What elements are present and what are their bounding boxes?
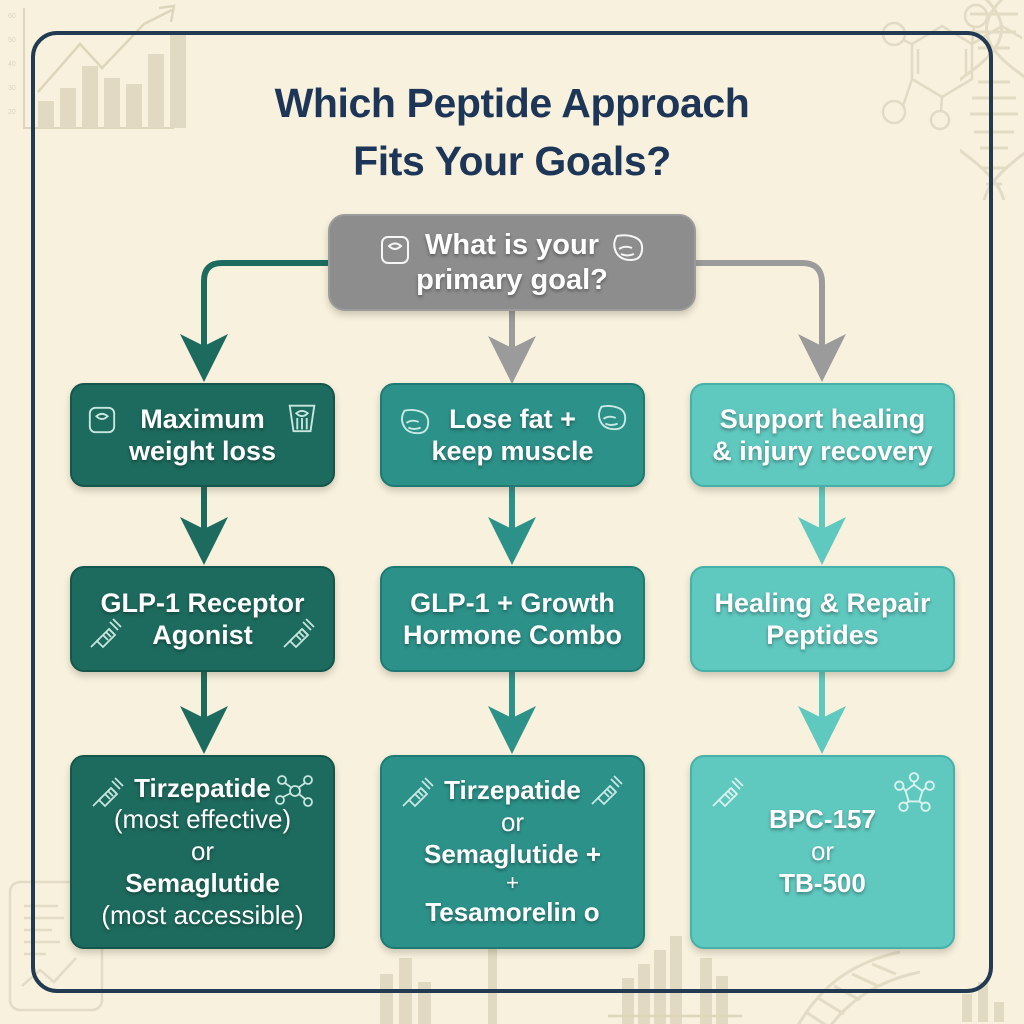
root-question-text: What is your primary goal? bbox=[406, 228, 618, 298]
result-line-3: Semaglutide + bbox=[424, 838, 601, 869]
result-node-bpc157-or-tb500[interactable]: BPC-157 or TB-500 bbox=[690, 755, 955, 949]
result-text-tirzepatide-or-semaglutide: Tirzepatide (most effective) or Semaglut… bbox=[91, 773, 313, 932]
approach-line-2: Agonist bbox=[152, 620, 253, 650]
result-text-tirzepatide-or-semaglutide-tesamorelin: Tirzepatide or Semaglutide + + Tesamorel… bbox=[414, 775, 611, 929]
biceps-icon bbox=[608, 230, 646, 273]
result-line-2: (most effective) bbox=[113, 804, 292, 835]
molecule-icon bbox=[893, 771, 935, 818]
syringe-icon bbox=[400, 773, 436, 814]
goal-line-1: Lose fat + bbox=[449, 403, 576, 434]
result-line-5: Tesamorelin o bbox=[425, 897, 600, 928]
scale-icon bbox=[378, 234, 412, 275]
result-line-1: BPC-157 bbox=[769, 804, 876, 835]
syringe-icon bbox=[90, 773, 126, 814]
connector-root-to-weight-loss bbox=[180, 260, 328, 382]
result-text-bpc157-or-tb500: BPC-157 or TB-500 bbox=[759, 804, 886, 899]
goal-node-support-healing-injury-recovery[interactable]: Support healing & injury recovery bbox=[690, 383, 955, 487]
connector-root-to-healing-recovery bbox=[696, 260, 846, 382]
goal-text-maximum-weight-loss: Maximum weight loss bbox=[119, 403, 286, 468]
result-line-1: Tirzepatide bbox=[134, 772, 271, 803]
syringe-icon bbox=[281, 614, 317, 655]
result-node-tirzepatide-or-semaglutide-tesamorelin[interactable]: Tirzepatide or Semaglutide + + Tesamorel… bbox=[380, 755, 645, 949]
scale-icon bbox=[86, 405, 118, 440]
root-question-line-2: primary goal? bbox=[416, 263, 608, 296]
goal-line-1: Maximum bbox=[140, 403, 265, 434]
syringe-icon bbox=[589, 771, 625, 812]
biceps-icon bbox=[593, 401, 629, 438]
approach-text-glp1-receptor-agonist: GLP-1 Receptor Agonist bbox=[90, 587, 314, 652]
result-line-5: (most accessible) bbox=[101, 899, 304, 930]
goal-text-support-healing-injury-recovery: Support healing & injury recovery bbox=[702, 403, 943, 468]
syringe-icon bbox=[710, 773, 746, 814]
goal-text-lose-fat-keep-muscle: Lose fat + keep muscle bbox=[421, 403, 603, 468]
goal-line-2: weight loss bbox=[128, 436, 277, 466]
approach-line-2: Peptides bbox=[766, 620, 879, 650]
goal-line-2: keep muscle bbox=[431, 436, 594, 466]
root-question-line-1: What is your bbox=[424, 228, 599, 261]
goal-node-maximum-weight-loss[interactable]: Maximum weight loss bbox=[70, 383, 335, 487]
result-line-3: or bbox=[190, 836, 215, 867]
page-title-line-1: Which Peptide Approach bbox=[274, 80, 750, 126]
approach-line-1: GLP-1 Receptor bbox=[100, 587, 305, 618]
syringe-icon bbox=[88, 614, 124, 655]
result-line-4: + bbox=[506, 870, 519, 896]
goal-line-1: Support healing bbox=[719, 403, 926, 434]
result-line-1: Tirzepatide bbox=[444, 775, 581, 806]
molecule-icon bbox=[275, 771, 315, 816]
page-title-line-2: Fits Your Goals? bbox=[353, 138, 671, 185]
approach-line-1: GLP-1 + Growth bbox=[410, 587, 615, 618]
approach-node-healing-repair-peptides[interactable]: Healing & Repair Peptides bbox=[690, 566, 955, 672]
approach-line-1: Healing & Repair bbox=[714, 587, 931, 618]
approach-line-2: Hormone Combo bbox=[403, 620, 622, 650]
approach-node-glp1-receptor-agonist[interactable]: GLP-1 Receptor Agonist bbox=[70, 566, 335, 672]
result-line-2: or bbox=[500, 806, 525, 837]
root-question-node[interactable]: What is your primary goal? bbox=[328, 214, 696, 311]
page-title: Which Peptide Approach Fits Your Goals? bbox=[0, 74, 1024, 190]
approach-text-glp1-growth-hormone-combo: GLP-1 + Growth Hormone Combo bbox=[393, 587, 632, 652]
page-frame bbox=[31, 31, 993, 993]
result-line-3: TB-500 bbox=[779, 867, 866, 898]
approach-node-glp1-growth-hormone-combo[interactable]: GLP-1 + Growth Hormone Combo bbox=[380, 566, 645, 672]
result-line-2: or bbox=[810, 836, 835, 867]
scale-icon bbox=[285, 401, 319, 440]
result-line-4: Semaglutide bbox=[125, 867, 280, 898]
goal-line-2: & injury recovery bbox=[712, 436, 933, 466]
approach-text-healing-repair-peptides: Healing & Repair Peptides bbox=[704, 587, 940, 652]
result-node-tirzepatide-or-semaglutide[interactable]: Tirzepatide (most effective) or Semaglut… bbox=[70, 755, 335, 949]
goal-node-lose-fat-keep-muscle[interactable]: Lose fat + keep muscle bbox=[380, 383, 645, 487]
biceps-icon bbox=[396, 405, 432, 442]
